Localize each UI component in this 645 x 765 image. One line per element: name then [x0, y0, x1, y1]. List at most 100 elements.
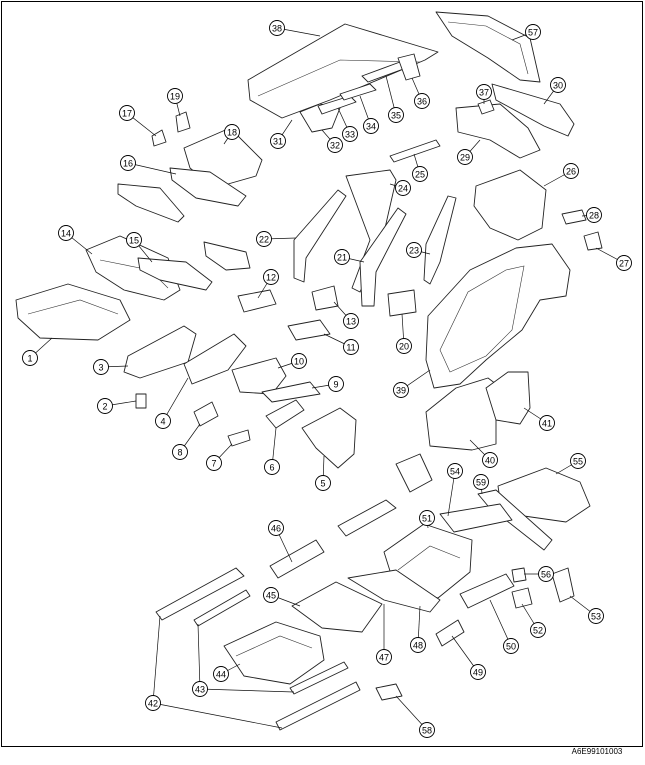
callout-circle	[616, 255, 632, 271]
roof-rear-bow-36	[397, 53, 421, 81]
body-side-outer	[425, 243, 571, 389]
callout-number: 49	[473, 668, 483, 678]
callout-number: 51	[422, 514, 432, 524]
callout-circle	[363, 118, 379, 134]
callout-circle	[419, 510, 435, 526]
callout-circle	[263, 269, 279, 285]
leader-line	[152, 702, 283, 729]
callout-58: 58	[395, 695, 435, 738]
callout-number: 3	[98, 363, 103, 373]
callout-28: 28	[581, 207, 602, 223]
rear-door	[485, 371, 531, 425]
side-sill-42-lower	[275, 681, 361, 731]
callout-number: 50	[506, 642, 516, 652]
callout-circle	[563, 163, 579, 179]
callout-number: 38	[272, 24, 282, 34]
callout-circle	[93, 359, 109, 375]
crossmember-47	[347, 569, 441, 613]
callout-number: 36	[417, 97, 427, 107]
callout-number: 29	[460, 153, 470, 163]
callout-number: 2	[102, 402, 107, 412]
strut-tower-10	[231, 357, 287, 395]
callout-circle	[342, 126, 358, 142]
callout-43: 43	[192, 623, 295, 697]
callout-number: 7	[211, 459, 216, 469]
callout-number: 56	[541, 570, 551, 580]
bracket-17	[151, 129, 167, 147]
callout-number: 5	[320, 479, 325, 489]
center-pillar-23	[423, 195, 457, 285]
callout-circle	[419, 722, 435, 738]
callout-circle	[213, 666, 229, 682]
callout-57: 57	[511, 24, 541, 41]
callout-number: 16	[123, 159, 133, 169]
callout-9: 9	[311, 376, 344, 392]
callout-circle	[470, 664, 486, 680]
callout-number: 42	[148, 699, 158, 709]
callout-number: 41	[542, 419, 552, 429]
callout-20: 20	[396, 313, 412, 354]
callout-circle	[328, 376, 344, 392]
callout-number: 47	[379, 653, 389, 663]
rear-side-member-50	[459, 573, 515, 609]
bracket-12	[237, 289, 277, 313]
callout-number: 57	[528, 28, 538, 38]
bracket-53	[551, 567, 575, 603]
callout-circle	[539, 415, 555, 431]
roof-panel	[247, 23, 439, 119]
callout-number: 40	[485, 456, 495, 466]
callout-number: 13	[346, 317, 356, 327]
callout-circle	[447, 463, 463, 479]
rear-quarter-inner	[473, 169, 547, 241]
callout-number: 18	[227, 128, 237, 138]
callout-circle	[145, 695, 161, 711]
callout-circle	[343, 339, 359, 355]
callout-number: 28	[589, 211, 599, 221]
front-side-member-4	[183, 333, 247, 385]
callout-circle	[315, 475, 331, 491]
callout-circle	[167, 88, 183, 104]
callout-32: 32	[321, 129, 343, 153]
callout-50: 50	[489, 599, 519, 654]
upper-back-panel	[455, 103, 541, 159]
callout-number: 21	[337, 253, 347, 263]
callout-21: 21	[334, 249, 365, 265]
bracket-pair-upper	[395, 453, 433, 493]
front-fender	[301, 407, 357, 469]
callout-number: 10	[294, 357, 304, 367]
callout-15: 15	[126, 232, 153, 263]
bracket-37	[477, 99, 495, 115]
front-floor-crossmember	[337, 499, 397, 537]
sill-43-left	[193, 589, 251, 627]
callout-circle	[291, 353, 307, 369]
diagram-frame	[1, 1, 643, 747]
hood-panel	[15, 283, 131, 341]
callout-number: 8	[177, 448, 182, 458]
callout-number: 11	[346, 343, 355, 353]
callout-59: 59	[473, 474, 489, 495]
roof-bow-34	[339, 83, 377, 101]
callout-circle	[396, 338, 412, 354]
callout-3: 3	[93, 359, 129, 375]
callout-circle	[334, 249, 350, 265]
drawing-code: A6E99101003	[572, 747, 623, 756]
callout-number: 34	[366, 122, 376, 132]
callout-circle	[570, 453, 586, 469]
callout-circle	[192, 681, 208, 697]
callout-circle	[395, 180, 411, 196]
leader-line	[489, 599, 512, 647]
callout-circle	[482, 452, 498, 468]
callout-circle	[264, 459, 280, 475]
callout-12: 12	[257, 269, 279, 299]
callout-48: 48	[410, 605, 426, 653]
callout-34: 34	[359, 95, 379, 134]
callout-54: 54	[447, 463, 463, 517]
cowl-lower	[117, 183, 185, 223]
bracket-7	[227, 429, 251, 447]
callout-1: 1	[22, 337, 53, 366]
callout-6: 6	[264, 427, 280, 475]
bracket-20	[387, 289, 417, 317]
callout-circle	[406, 242, 422, 258]
callout-circle	[256, 231, 272, 247]
